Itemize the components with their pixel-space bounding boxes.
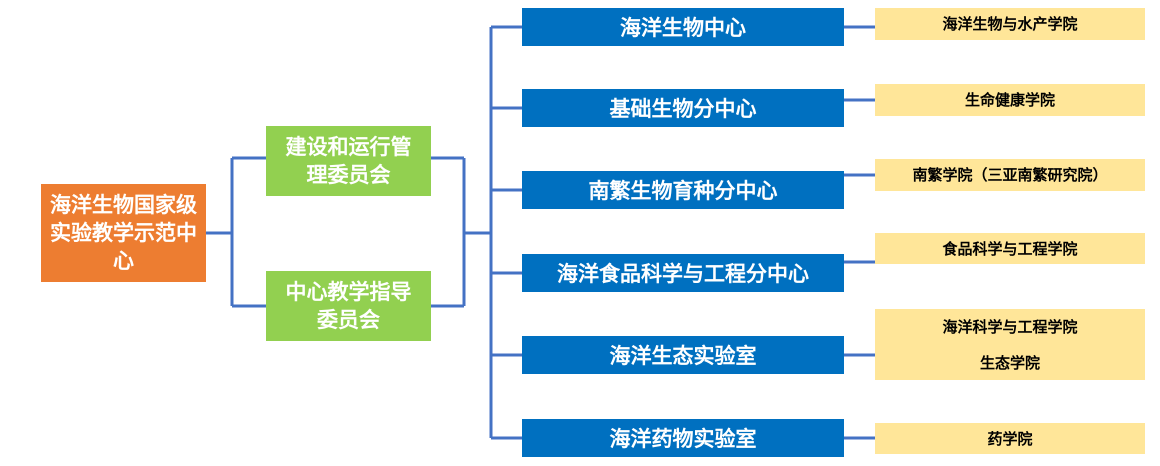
- connector-centers-colleges: [844, 25, 875, 440]
- root-node: 海洋生物国家级实验教学示范中心: [41, 184, 206, 282]
- connector-root-committees: [206, 156, 266, 308]
- college-label: 生命健康学院: [964, 91, 1055, 109]
- center-marine-biology: 海洋生物中心: [522, 8, 844, 46]
- center-nanfan-breeding: 南繁生物育种分中心: [522, 171, 844, 209]
- connector-committees-bracket: [431, 156, 491, 308]
- college-label: 药学院: [987, 429, 1033, 448]
- committee-construction-management: 建设和运行管理委员会: [266, 126, 431, 196]
- committee-teaching-guidance: 中心教学指导委员会: [266, 271, 431, 341]
- college-box: 食品科学与工程学院: [875, 233, 1145, 264]
- college-box: 海洋科学与工程学院 生态学院: [875, 309, 1145, 380]
- college-box: 南繁学院（三亚南繁研究院）: [875, 159, 1145, 191]
- college-label: 海洋科学与工程学院: [942, 317, 1078, 336]
- lab-marine-ecology: 海洋生态实验室: [522, 336, 844, 374]
- college-box: 药学院: [875, 423, 1145, 454]
- college-box: 海洋生物与水产学院: [875, 8, 1145, 40]
- center-basic-biology: 基础生物分中心: [522, 89, 844, 127]
- lab-marine-pharmacy: 海洋药物实验室: [522, 419, 844, 457]
- college-label: 南繁学院（三亚南繁研究院）: [912, 166, 1108, 184]
- center-marine-food: 海洋食品科学与工程分中心: [522, 254, 844, 292]
- connector-spine-centers: [491, 25, 522, 440]
- college-label: 食品科学与工程学院: [942, 239, 1078, 258]
- college-label: 海洋生物与水产学院: [942, 15, 1078, 33]
- college-label: 生态学院: [979, 353, 1040, 372]
- college-box: 生命健康学院: [875, 84, 1145, 116]
